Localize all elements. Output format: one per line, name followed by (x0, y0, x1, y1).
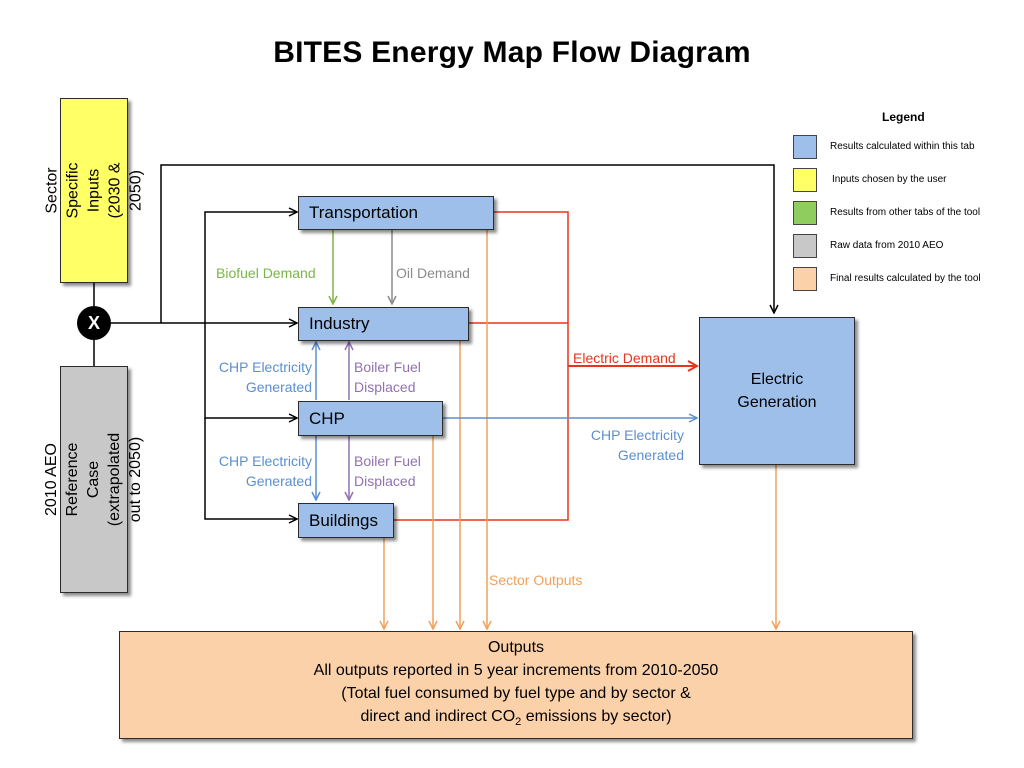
outputs-line-1: All outputs reported in 5 year increment… (313, 661, 719, 679)
outputs-line-3: direct and indirect CO2 emissions by sec… (360, 707, 672, 729)
legend-label-peach: Final results calculated by the tool (830, 273, 981, 284)
legend-swatch-blue (793, 135, 817, 159)
chp-electricity-flows (316, 342, 697, 500)
buildings-label: Buildings (309, 510, 378, 530)
aeo-reference-label: 2010 AEO Reference Case (extrapolated ou… (43, 432, 145, 527)
buildings-box: Buildings (298, 503, 394, 538)
outputs-line-2: (Total fuel consumed by fuel type and by… (341, 684, 691, 702)
electric-generation-box: Electric Generation (699, 317, 855, 465)
transportation-box: Transportation (298, 196, 494, 230)
legend-label-gray: Raw data from 2010 AEO (830, 240, 944, 251)
diagram-title: BITES Energy Map Flow Diagram (273, 36, 751, 69)
chp-electricity-generated-label-1: CHP Electricity Generated (218, 359, 312, 395)
sector-outputs-label: Sector Outputs (489, 572, 583, 588)
legend-label-yellow: Inputs chosen by the user (832, 174, 947, 185)
transportation-label: Transportation (309, 203, 418, 222)
electric-generation-label: Electric Generation (737, 371, 817, 411)
industry-label: Industry (309, 314, 370, 333)
aeo-reference-box: 2010 AEO Reference Case (extrapolated ou… (44, 366, 145, 593)
sector-specific-inputs-box: Sector Specific Inputs (2030 & 2050) (44, 98, 145, 283)
legend-swatch-peach (793, 267, 817, 291)
legend-swatch-green (793, 201, 817, 225)
boiler-fuel-displaced-label-2: Boiler Fuel Displaced (354, 453, 421, 489)
boiler-fuel-displaced-label-1: Boiler Fuel Displaced (354, 359, 421, 395)
sector-specific-inputs-label: Sector Specific Inputs (2030 & 2050) (43, 162, 145, 219)
outputs-heading: Outputs (487, 638, 545, 656)
legend-swatch-gray (793, 234, 817, 258)
chp-label: CHP (309, 408, 345, 428)
industry-box: Industry (298, 307, 469, 341)
sector-output-flows (384, 230, 776, 629)
oil-demand-label: Oil Demand (396, 265, 470, 281)
biofuel-demand-label: Biofuel Demand (216, 265, 316, 281)
electric-demand-label: Electric Demand (573, 350, 676, 366)
chp-box: CHP (298, 401, 443, 436)
chp-electricity-generated-label-3: CHP Electricity Generated (590, 427, 684, 463)
legend-title: Legend (882, 110, 925, 124)
combine-node: X (77, 306, 111, 340)
legend-label-blue: Results calculated within this tab (830, 141, 975, 152)
electric-demand-flows (394, 211, 697, 521)
input-connectors (93, 164, 774, 519)
legend-label-green: Results from other tabs of the tool (830, 207, 981, 218)
chp-electricity-generated-label-2: CHP Electricity Generated (218, 453, 312, 489)
legend-swatch-yellow (793, 168, 817, 192)
outputs-box: Outputs All outputs reported in 5 year i… (119, 631, 913, 739)
